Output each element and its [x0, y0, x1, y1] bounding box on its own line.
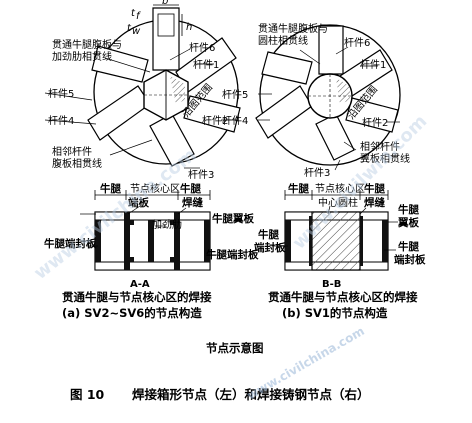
left-sec-end-seal-left: 牛腿端封板 — [44, 237, 97, 250]
left-dim-section-box — [157, 13, 175, 37]
diagram-title: 节点示意图 — [206, 341, 264, 355]
left-arm-2 — [183, 95, 241, 133]
left-member-5: 杆件5 — [48, 88, 74, 100]
left-sec-title: (a) SV2~SV6的节点构造 — [62, 306, 202, 320]
left-weld-zone — [170, 76, 185, 104]
right-arm-4 — [255, 85, 313, 139]
left-member-2: 杆件2 — [202, 115, 228, 127]
right-member-3: 杆件3 — [304, 167, 330, 179]
left-sec-stiffener — [148, 220, 154, 262]
right-sec-end-seal-right: 端封板 — [394, 253, 426, 266]
left-label-adjacent-2: 腹板相贯线 — [52, 157, 102, 170]
left-arm-3 — [149, 113, 195, 167]
left-sec-stiffener-label: 加劲肋 — [152, 218, 182, 231]
left-dim-tw: t — [127, 23, 132, 34]
left-plan-view: 沿图范围 b t f t w h 贯通牛腿腹板与 加劲肋相贯线 杆件6 杆件1 … — [44, 0, 241, 181]
left-dim-tf: t — [131, 8, 136, 19]
right-weld-zone — [336, 78, 350, 104]
left-sec-corbel-right: 牛腿 — [180, 182, 201, 195]
left-member-6: 杆件6 — [189, 42, 215, 54]
left-sec-desc: 贯通牛腿与节点核心区的焊接 — [62, 290, 212, 304]
right-sec-corbel-right: 牛腿 — [364, 182, 385, 195]
right-label-adjacent-2: 翼板相贯线 — [360, 152, 410, 165]
right-member-6: 杆件6 — [344, 37, 370, 49]
left-member-4: 杆件4 — [48, 115, 74, 127]
left-sec-corbel-left: 牛腿 — [100, 182, 121, 195]
right-section-view: 牛腿 节点核心区 牛腿 中心圆柱 焊缝 牛腿 端封板 牛腿 翼板 牛腿 端封板 … — [254, 182, 426, 320]
left-dim-b: b — [162, 0, 168, 7]
left-dim-tw-sub: w — [132, 26, 141, 37]
right-label-through-web-2: 圆柱相贯线 — [258, 34, 308, 47]
left-sec-end-plate: 端板 — [128, 196, 149, 209]
left-section-view: 牛腿 节点核心区 牛腿 端板 焊缝 牛腿翼板 加劲肋 牛腿端封板 牛腿端封板 — [44, 182, 259, 320]
right-arm-5 — [261, 51, 313, 85]
right-plan-outline-circle — [259, 24, 401, 166]
left-label-adjacent: 相邻杆件 — [52, 145, 92, 158]
right-sec-core: 节点核心区 — [315, 182, 365, 195]
right-sec-desc: 贯通牛腿与节点核心区的焊接 — [268, 290, 418, 304]
left-sec-corbel-flange: 牛腿翼板 — [212, 212, 254, 225]
left-sec-core: 节点核心区 — [130, 182, 180, 195]
figure-caption: 焊接箱形节点（左）和焊接铸钢节点（右） — [132, 387, 370, 402]
left-label-through-web: 贯通牛腿腹板与 — [52, 38, 122, 51]
right-arm-3 — [315, 113, 355, 161]
right-member-2: 杆件2 — [362, 117, 388, 129]
figure-number: 图 10 — [70, 387, 105, 402]
right-member-4: 杆件4 — [222, 115, 248, 127]
right-sec-corbel-left2: 牛腿 — [258, 228, 279, 241]
right-sec-name: B-B — [322, 279, 341, 290]
right-sec-center-column-label: 中心圆柱 — [318, 196, 358, 209]
right-member-5: 杆件5 — [222, 89, 248, 101]
left-dim-tf-sub: f — [136, 11, 141, 22]
right-sec-weld-seam: 焊缝 — [364, 196, 385, 209]
right-member-1: 杆件1 — [360, 59, 386, 71]
left-arm-4 — [87, 85, 151, 141]
left-sec-weld-seam: 焊缝 — [182, 196, 203, 209]
right-sec-corbel-flange: 牛腿 — [398, 203, 419, 216]
right-sec-corbel-right2: 牛腿 — [398, 240, 419, 253]
left-arm-6 — [152, 7, 180, 71]
left-arm-5 — [91, 45, 149, 83]
right-label-adjacent: 相邻杆件 — [360, 140, 400, 153]
right-label-through-web: 贯通牛腿腹板与 — [258, 22, 328, 35]
left-member-1: 杆件1 — [193, 59, 219, 71]
right-arm-2 — [345, 97, 399, 133]
right-sec-corbel-flange2: 翼板 — [397, 216, 419, 229]
left-sec-end-plate-a — [124, 212, 130, 270]
left-member-3: 杆件3 — [188, 169, 214, 181]
left-label-through-web-2: 加劲肋相贯线 — [52, 50, 112, 63]
left-sec-name: A-A — [130, 279, 150, 290]
left-sec-end-seal-right: 牛腿端封板 — [206, 248, 259, 261]
right-sec-end-seal-left: 端封板 — [254, 241, 286, 254]
right-plan-view: 沿图范围 贯通牛腿腹板与 圆柱相贯线 杆件6 杆件1 杆件5 杆件4 杆件2 相… — [222, 22, 410, 179]
left-sec-end-plate-b — [174, 212, 180, 270]
right-sec-title: (b) SV1的节点构造 — [282, 306, 388, 320]
left-dim-h: h — [186, 22, 192, 33]
right-sec-corbel-left: 牛腿 — [288, 182, 309, 195]
